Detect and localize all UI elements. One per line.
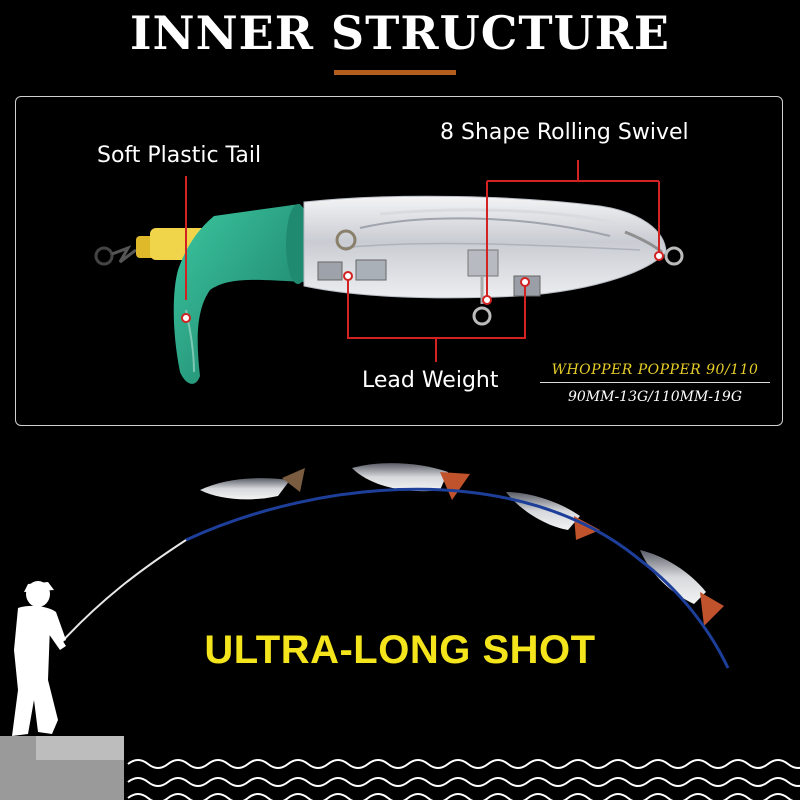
fishing-rod xyxy=(57,539,187,647)
pier-steps xyxy=(0,736,124,800)
flying-lure-1 xyxy=(200,468,305,500)
model-name: WHOPPER POPPER 90/110 xyxy=(551,362,759,378)
snap-swivel xyxy=(94,245,137,266)
structure-panel xyxy=(15,96,783,426)
model-info: WHOPPER POPPER 90/110 90MM-13G/110MM-19G xyxy=(540,362,770,405)
callout-lines xyxy=(185,160,660,362)
flying-lure-4 xyxy=(640,550,724,626)
inner-components xyxy=(317,229,684,326)
ultra-long-shot-banner: ULTRA-LONG SHOT xyxy=(204,628,596,672)
callout-dots xyxy=(181,251,664,323)
page-title: INNER STRUCTURE xyxy=(130,6,670,60)
lead-weight-label: Lead Weight xyxy=(362,368,499,393)
model-spec: 90MM-13G/110MM-19G xyxy=(567,389,743,405)
angler-silhouette xyxy=(12,581,66,736)
cast-line-arc xyxy=(185,487,730,669)
model-divider xyxy=(540,382,770,383)
water-waves xyxy=(127,759,800,800)
clear-lure-body xyxy=(303,195,667,299)
flying-lure-3 xyxy=(506,492,600,540)
flying-lure-2 xyxy=(352,463,470,500)
title-underline xyxy=(334,70,456,75)
rolling-swivel-label: 8 Shape Rolling Swivel xyxy=(440,120,689,145)
soft-plastic-tail-label: Soft Plastic Tail xyxy=(97,143,262,168)
